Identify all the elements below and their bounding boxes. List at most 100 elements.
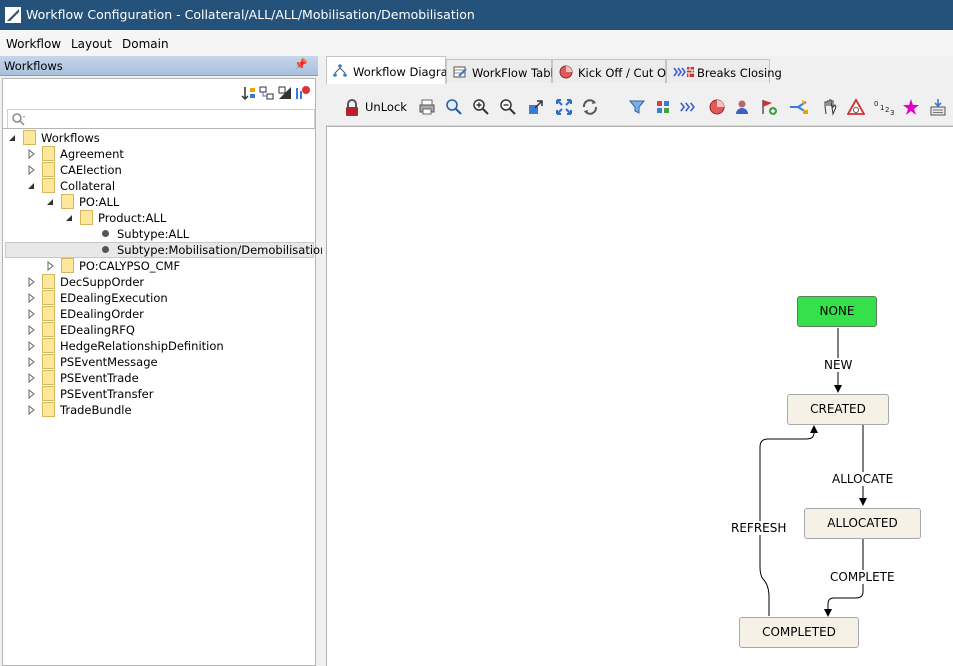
hand-icon[interactable] xyxy=(821,98,839,116)
tab-label: Breaks Closing xyxy=(697,66,782,80)
workflow-editor: Workflow Diagram WorkFlow Table Kick Off… xyxy=(322,56,953,666)
star-icon[interactable] xyxy=(902,98,920,116)
lock-icon xyxy=(346,99,358,116)
collapsed-arrow-icon[interactable] xyxy=(26,293,36,303)
state-node-allocated[interactable]: ALLOCATED xyxy=(804,508,921,539)
print-icon[interactable] xyxy=(418,98,436,116)
tree-item-edealingorder[interactable]: EDealingOrder xyxy=(3,306,315,322)
collapsed-arrow-icon[interactable] xyxy=(26,325,36,335)
warning-icon[interactable] xyxy=(847,98,865,116)
tree-item-pseventtrade[interactable]: PSEventTrade xyxy=(3,370,315,386)
tree-item-po-all[interactable]: PO:ALL xyxy=(3,194,315,210)
edge-label-new[interactable]: NEW xyxy=(824,358,853,372)
collapsed-arrow-icon[interactable] xyxy=(26,341,36,351)
expand-view-icon[interactable] xyxy=(555,98,573,116)
state-node-none[interactable]: NONE xyxy=(797,296,877,327)
pie-chart-icon[interactable] xyxy=(708,98,726,116)
edge-label-allocate[interactable]: ALLOCATE xyxy=(832,472,894,486)
tree-item-collateral[interactable]: Collateral xyxy=(3,178,315,194)
color-grid-icon[interactable] xyxy=(654,98,672,116)
collapsed-arrow-icon[interactable] xyxy=(26,309,36,319)
clock-pie-icon xyxy=(559,65,573,79)
tab-label: WorkFlow Table xyxy=(472,66,561,80)
search-input[interactable] xyxy=(30,111,310,125)
tree-item-subtype-mobilisation[interactable]: Subtype:Mobilisation/Demobilisation xyxy=(3,242,327,258)
tree-label: Workflows xyxy=(41,131,100,145)
tree-item-decsupporder[interactable]: DecSuppOrder xyxy=(3,274,315,290)
collapsed-arrow-icon[interactable] xyxy=(26,357,36,367)
tree-item-pseventtransfer[interactable]: PSEventTransfer xyxy=(3,386,315,402)
tree-item-tradebundle[interactable]: TradeBundle xyxy=(3,402,315,418)
tab-workflow-table[interactable]: WorkFlow Table xyxy=(446,59,561,83)
sequence-numbers-icon[interactable]: 0 1 2 3 xyxy=(873,98,895,116)
flow-split-icon[interactable] xyxy=(788,98,810,116)
tree-item-subtype-all[interactable]: Subtype:ALL xyxy=(3,226,315,242)
download-icon[interactable] xyxy=(929,98,947,116)
zoom-in-icon[interactable] xyxy=(472,98,490,116)
collapsed-arrow-icon[interactable] xyxy=(26,277,36,287)
app-icon xyxy=(5,7,21,23)
collapsed-arrow-icon[interactable] xyxy=(26,373,36,383)
expand-all-icon[interactable] xyxy=(259,85,275,101)
tree-label: EDealingRFQ xyxy=(60,323,135,337)
tab-breaks-closing[interactable]: Breaks Closing xyxy=(666,59,782,83)
folder-icon xyxy=(42,274,55,289)
selection-highlight xyxy=(5,242,314,258)
expanded-arrow-icon[interactable] xyxy=(64,213,74,223)
menu-domain[interactable]: Domain xyxy=(122,37,169,51)
fit-zoom-icon[interactable] xyxy=(527,98,545,116)
tab-kick-off-cut-off[interactable]: Kick Off / Cut Off xyxy=(552,59,674,83)
state-node-completed[interactable]: COMPLETED xyxy=(739,617,859,648)
tree-item-hedgerelationshipdefinition[interactable]: HedgeRelationshipDefinition xyxy=(3,338,315,354)
chevrons-icon[interactable] xyxy=(680,98,698,116)
tree-label: PSEventTrade xyxy=(60,371,139,385)
expanded-arrow-icon[interactable] xyxy=(7,133,17,143)
state-node-created[interactable]: CREATED xyxy=(787,394,889,425)
search-icon[interactable] xyxy=(445,98,463,116)
refresh-icon[interactable] xyxy=(581,98,599,116)
folder-icon xyxy=(42,322,55,337)
unlock-button[interactable]: UnLock xyxy=(338,88,408,125)
search-field[interactable] xyxy=(7,109,315,129)
flag-add-icon[interactable] xyxy=(760,98,778,116)
menu-workflow[interactable]: Workflow xyxy=(6,37,62,51)
tree-item-agreement[interactable]: Agreement xyxy=(3,146,315,162)
folder-icon xyxy=(61,194,74,209)
tree-label: Product:ALL xyxy=(98,211,167,225)
collapsed-arrow-icon[interactable] xyxy=(45,261,55,271)
expanded-arrow-icon[interactable] xyxy=(26,181,36,191)
edge-label-complete[interactable]: COMPLETE xyxy=(830,570,895,584)
tab-strip: Workflow Diagram WorkFlow Table Kick Off… xyxy=(322,56,953,86)
pin-icon[interactable]: 📌 xyxy=(294,58,308,71)
svg-text:2: 2 xyxy=(885,106,889,114)
collapsed-arrow-icon[interactable] xyxy=(26,405,36,415)
tree-item-workflows[interactable]: Workflows xyxy=(3,130,315,146)
collapsed-arrow-icon[interactable] xyxy=(26,389,36,399)
user-icon[interactable] xyxy=(734,98,752,116)
tree-item-edealingrfq[interactable]: EDealingRFQ xyxy=(3,322,315,338)
tree-item-edealingexecution[interactable]: EDealingExecution xyxy=(3,290,315,306)
panel-title: Workflows xyxy=(4,59,63,73)
tree-label: PSEventTransfer xyxy=(60,387,154,401)
tree-item-caelection[interactable]: CAElection xyxy=(3,162,315,178)
tree-item-po-calypso-cmf[interactable]: PO:CALYPSO_CMF xyxy=(3,258,315,274)
tree-item-pseventmessage[interactable]: PSEventMessage xyxy=(3,354,315,370)
tree-label: Agreement xyxy=(60,147,124,161)
folder-icon xyxy=(42,354,55,369)
collapsed-arrow-icon[interactable] xyxy=(26,149,36,159)
tree-label: HedgeRelationshipDefinition xyxy=(60,339,224,353)
tree-item-product-all[interactable]: Product:ALL xyxy=(3,210,315,226)
menu-layout[interactable]: Layout xyxy=(71,37,112,51)
tab-workflow-diagram[interactable]: Workflow Diagram xyxy=(326,56,459,84)
sort-icon[interactable] xyxy=(241,85,257,101)
edge-label-refresh[interactable]: REFRESH xyxy=(731,521,787,535)
collapsed-arrow-icon[interactable] xyxy=(26,165,36,175)
leaf-dot-icon xyxy=(102,246,109,253)
filter-icon[interactable] xyxy=(628,98,646,116)
diagram-canvas[interactable]: NONE CREATED ALLOCATED COMPLETED NEW ALL… xyxy=(326,126,953,666)
filter-settings-icon[interactable] xyxy=(295,85,311,101)
zoom-out-icon[interactable] xyxy=(499,98,517,116)
tree-label: Collateral xyxy=(60,179,116,193)
expanded-arrow-icon[interactable] xyxy=(45,197,55,207)
collapse-all-icon[interactable] xyxy=(277,85,293,101)
